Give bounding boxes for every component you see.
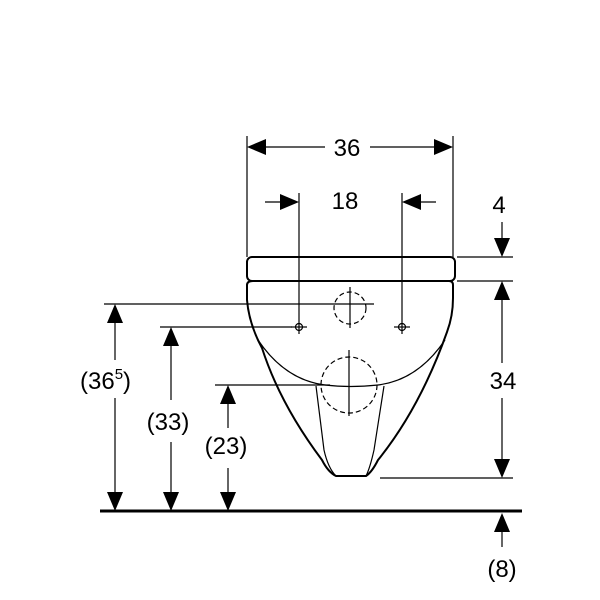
dimension-label-18: 18: [332, 188, 359, 215]
outlet-channel: [315, 385, 337, 477]
arrowhead-18-left: [280, 194, 299, 210]
dimension-label-23: (23): [205, 433, 248, 460]
dimension-label-36-5: (365): [80, 366, 131, 395]
arrowhead-33-bottom: [163, 492, 179, 511]
arrowhead-4: [494, 238, 510, 257]
toilet-seat: [246, 256, 456, 282]
outlet-channel-right: [365, 385, 385, 477]
arrowhead-34-bottom: [494, 459, 510, 478]
dimension-label-34: 34: [490, 368, 517, 395]
bolt-left-symbol: [291, 320, 307, 334]
arrowhead-23-bottom: [220, 492, 236, 511]
dimension-label-36: 36: [334, 135, 361, 162]
arrowhead-36-5-top: [107, 304, 123, 323]
arrowhead-18-right: [402, 194, 421, 210]
arrowhead-33-top: [163, 327, 179, 346]
arrowhead-8: [494, 513, 510, 532]
dimension-label-8: (8): [487, 556, 516, 583]
bowl-rim-line: [257, 339, 446, 388]
dimension-label-4: 4: [492, 192, 505, 219]
arrowhead-36-5-bottom: [107, 492, 123, 511]
dimension-label-33: (33): [147, 409, 190, 436]
bolt-right-symbol: [394, 320, 410, 334]
arrowhead-34-top: [494, 281, 510, 300]
arrowhead-23-top: [220, 385, 236, 404]
arrowhead-36-right: [434, 139, 453, 155]
arrowhead-36-left: [247, 139, 266, 155]
